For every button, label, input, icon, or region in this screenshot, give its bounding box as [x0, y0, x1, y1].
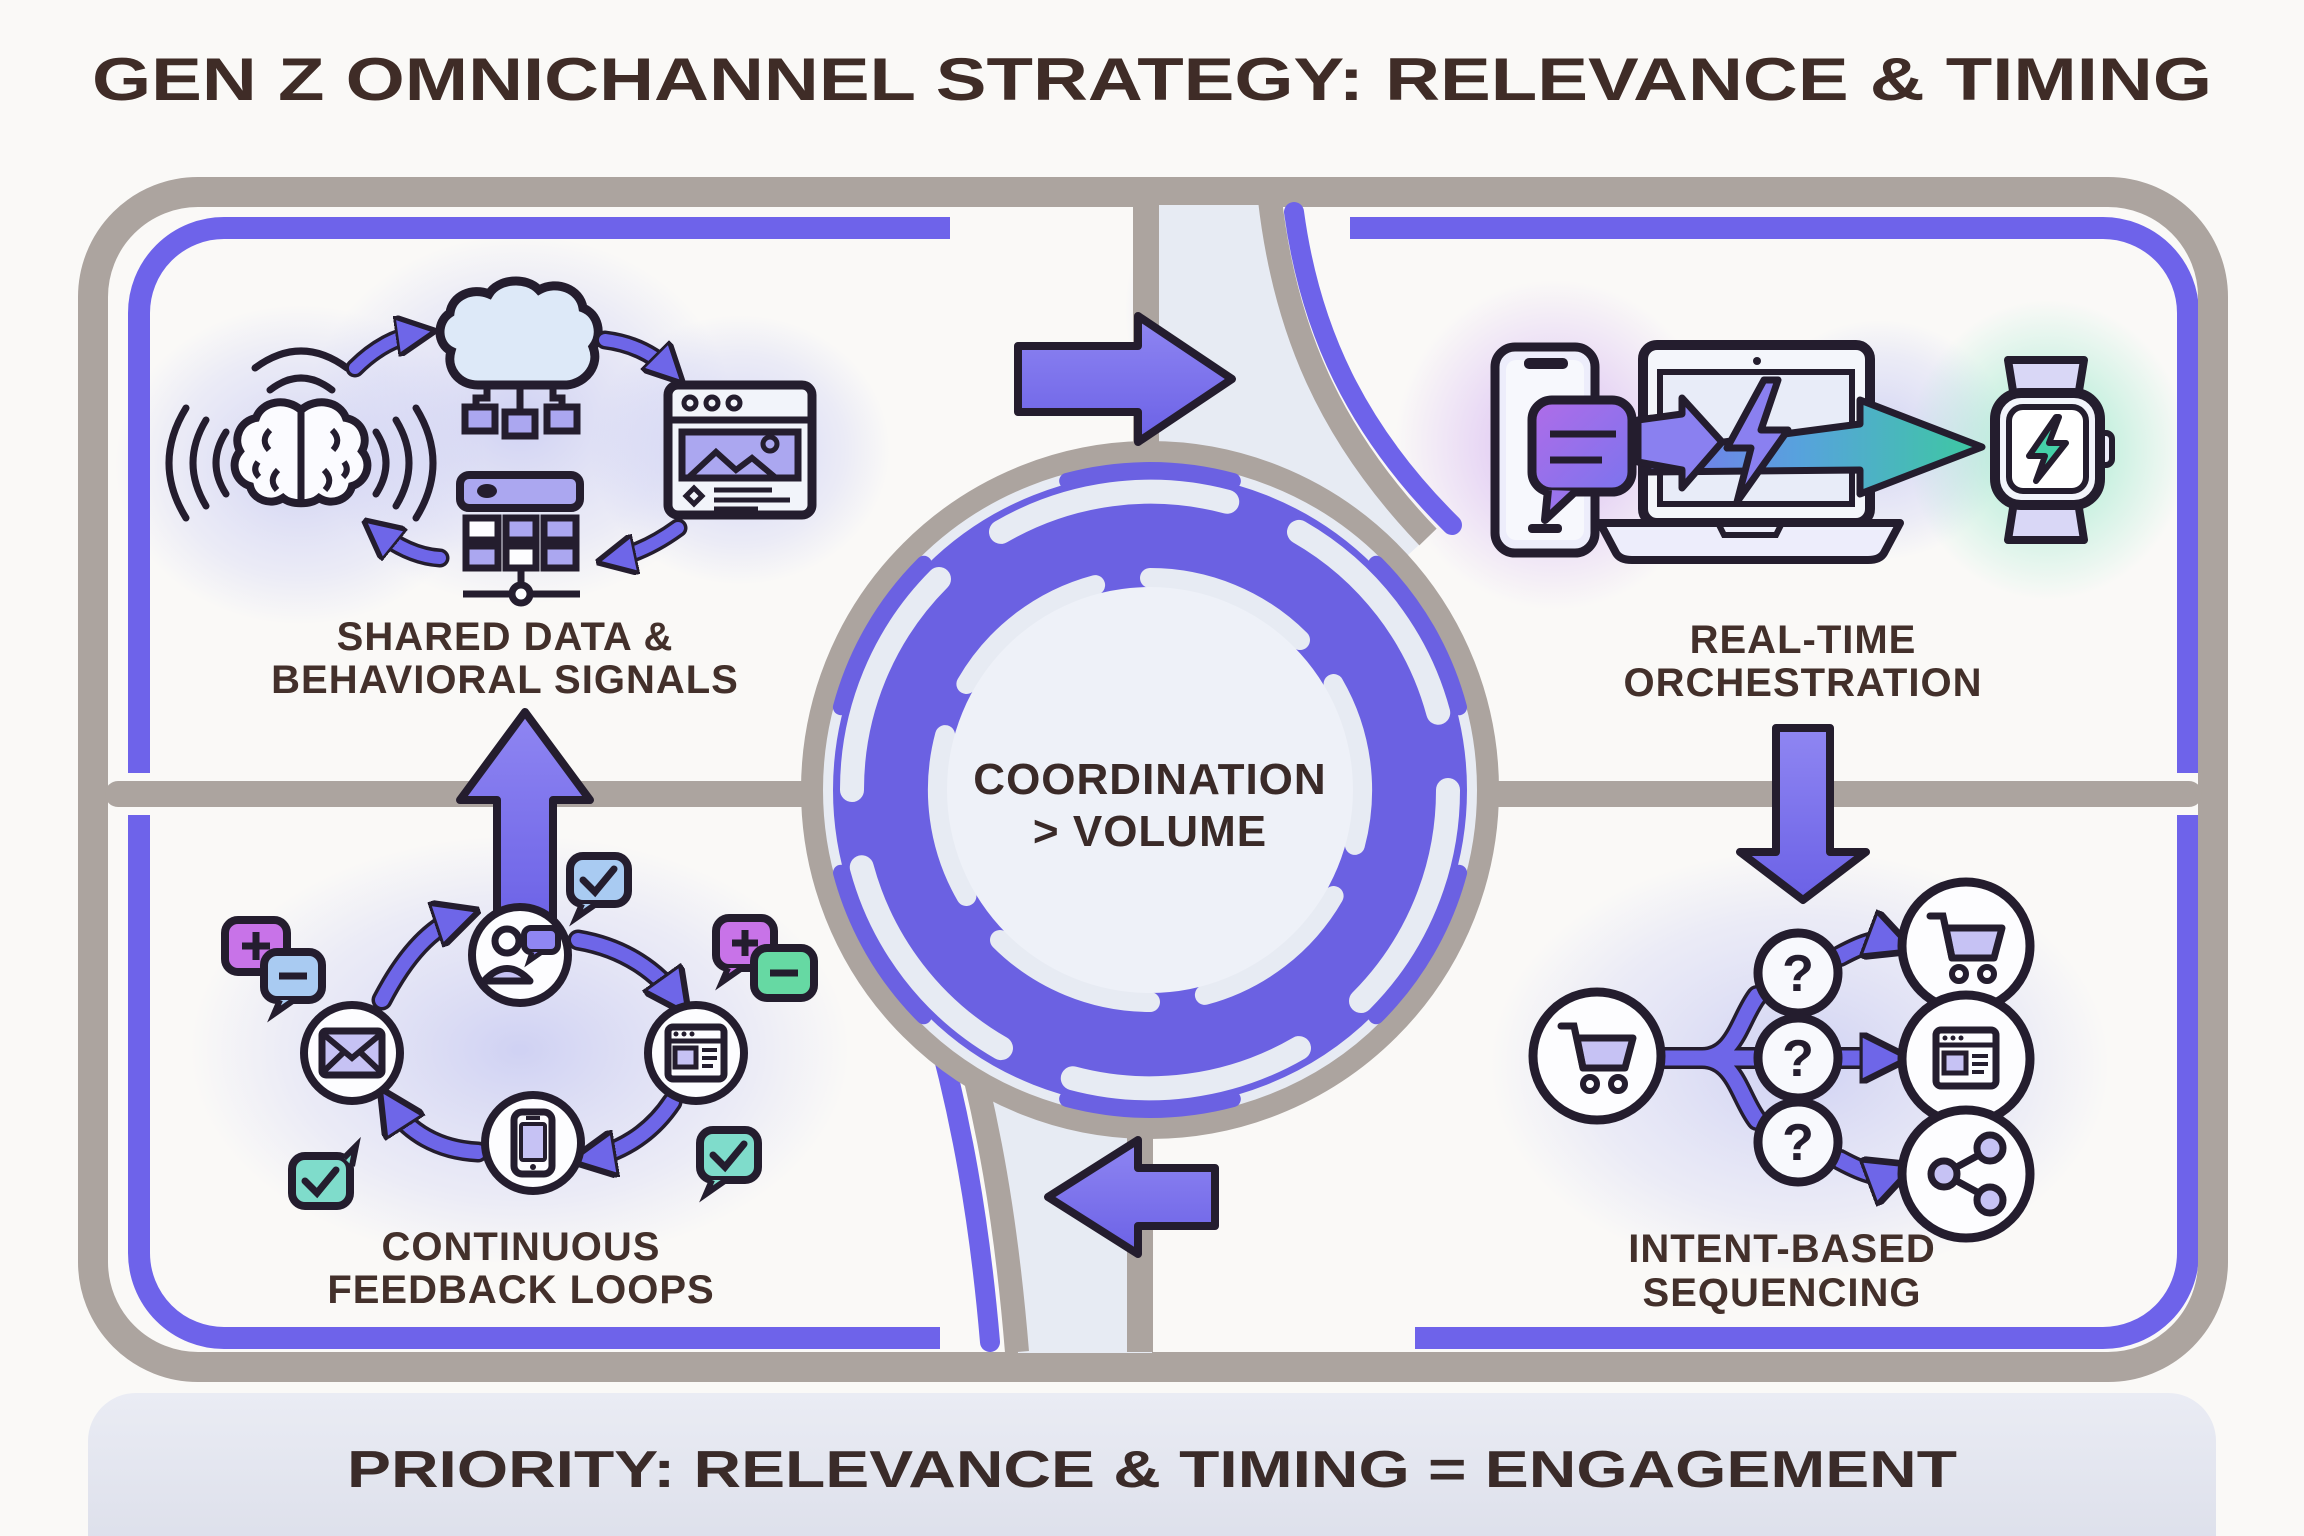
data-cloud-network-icon	[435, 276, 603, 440]
browser-target-icon	[1897, 990, 2035, 1128]
server-stack-icon	[456, 471, 584, 607]
divider-right	[1340, 781, 2202, 807]
page-title: GEN Z OMNICHANNEL STRATEGY: RELEVANCE & …	[92, 46, 2212, 113]
small-arrow-right-icon	[1634, 394, 1726, 492]
svg-text:?: ?	[1782, 1114, 1814, 1172]
check-bubble-teal-left-icon	[288, 1136, 361, 1210]
quadrant-top-left: SHARED DATA & BEHAVIORAL SIGNALS	[165, 276, 817, 702]
quadrant-bottom-left: CONTINUOUS FEEDBACK LOOPS	[221, 852, 818, 1312]
question-node-bottom: ?	[1753, 1097, 1843, 1187]
frame-gray-border	[78, 177, 2228, 1382]
flow-arrows	[456, 312, 1870, 1258]
footer-text: PRIORITY: RELEVANCE & TIMING = ENGAGEMEN…	[347, 1441, 1957, 1499]
check-bubble-blue-icon	[566, 852, 632, 927]
footer-banner: PRIORITY: RELEVANCE & TIMING = ENGAGEMEN…	[88, 1393, 2216, 1536]
share-target-icon	[1897, 1105, 2035, 1243]
swirl-icon	[832, 462, 1468, 1118]
center-line1: COORDINATION	[973, 755, 1326, 804]
smartwatch-bolt-icon	[1990, 356, 2115, 544]
label-top-right-line2: ORCHESTRATION	[1624, 661, 1983, 705]
bolt-icon	[1723, 376, 1792, 506]
svg-text:?: ?	[1782, 1030, 1814, 1088]
cart-target-icon	[1897, 877, 2035, 1015]
person-chat-icon	[468, 903, 572, 1007]
browser-icon	[644, 1001, 748, 1105]
question-node-top: ?	[1753, 928, 1843, 1018]
brain-signals-icon	[165, 347, 437, 522]
minus-bubble-green-icon	[750, 944, 818, 1002]
tl-cycle-arrows	[345, 333, 678, 559]
svg-text:?: ?	[1782, 945, 1814, 1003]
question-node-middle: ?	[1753, 1013, 1843, 1103]
label-bottom-left-line2: FEEDBACK LOOPS	[327, 1268, 714, 1312]
arrow-down-icon	[1736, 724, 1870, 904]
bl-cycle-arrows	[371, 916, 678, 1158]
arrow-right-icon	[1014, 312, 1236, 446]
smartphone-chat-icon	[1490, 342, 1637, 558]
center-line2: > VOLUME	[1033, 807, 1267, 856]
footer-band	[88, 1393, 2216, 1536]
label-top-left-line1: SHARED DATA &	[337, 615, 674, 659]
arrow-up-icon	[456, 708, 594, 936]
label-bottom-left-line1: CONTINUOUS	[382, 1225, 661, 1269]
quadrant-bottom-right: ? ? ?	[1528, 877, 2035, 1315]
branch-paths	[1654, 941, 1896, 1174]
coordination-badge: COORDINATION > VOLUME	[801, 441, 1499, 1139]
email-icon	[300, 1001, 404, 1105]
phone-icon	[481, 1091, 585, 1195]
laptop-bolt-icon	[1596, 340, 1986, 564]
label-bottom-right-line2: SEQUENCING	[1643, 1271, 1922, 1315]
cart-source-icon	[1528, 987, 1666, 1125]
social-post-icon	[663, 380, 817, 520]
check-bubble-teal-right-icon	[696, 1126, 762, 1203]
label-top-left-line2: BEHAVIORAL SIGNALS	[271, 658, 739, 702]
label-top-right-line1: REAL-TIME	[1690, 618, 1917, 662]
arrow-left-icon	[1044, 1136, 1219, 1258]
minus-bubble-icon	[260, 948, 326, 1023]
label-bottom-right-line1: INTENT-BASED	[1628, 1227, 1936, 1271]
quadrant-top-right: REAL-TIME ORCHESTRATION	[1490, 340, 2115, 705]
